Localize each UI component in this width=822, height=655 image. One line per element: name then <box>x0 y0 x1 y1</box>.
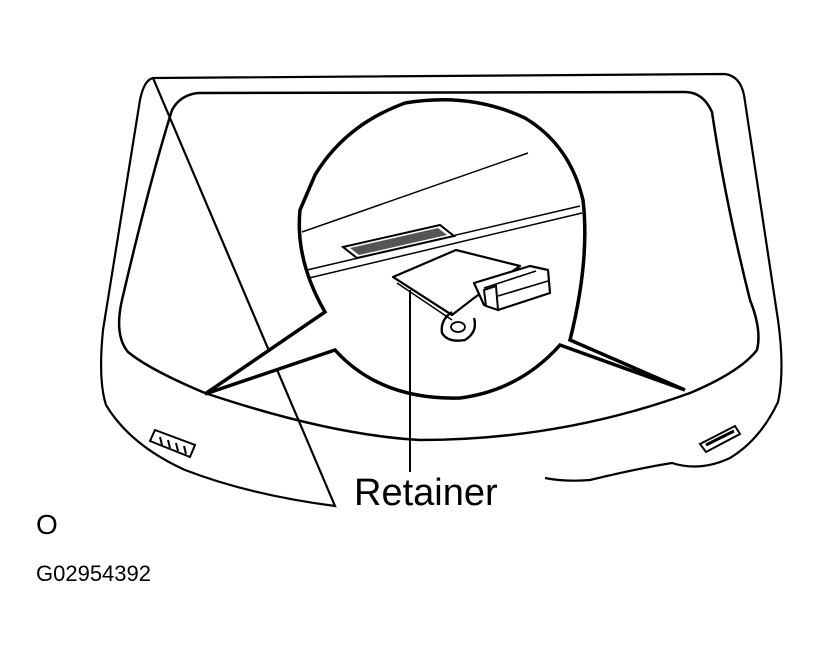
figure-id: G02954392 <box>36 561 151 586</box>
retainer-connector-top <box>483 270 549 297</box>
retainer-slot-shading <box>350 228 447 255</box>
rear-glass-outer-outline <box>100 72 783 508</box>
retainer-plate-edge-2 <box>396 282 453 321</box>
corner-mark: O <box>36 509 58 540</box>
glass-edge-line-upper <box>301 152 529 233</box>
retainer-hook-hole <box>450 321 466 333</box>
left-clip <box>148 428 197 459</box>
glass-edge-line-lower-2 <box>308 212 583 279</box>
retainer-plate-edge <box>392 276 453 316</box>
retainer-connector-face <box>482 284 500 312</box>
right-clip <box>698 424 742 454</box>
magnifier-callout <box>204 98 686 400</box>
rear-glass-inner-outline <box>117 90 760 442</box>
retainer-hook <box>440 311 477 342</box>
retainer-label: Retainer <box>354 472 498 514</box>
